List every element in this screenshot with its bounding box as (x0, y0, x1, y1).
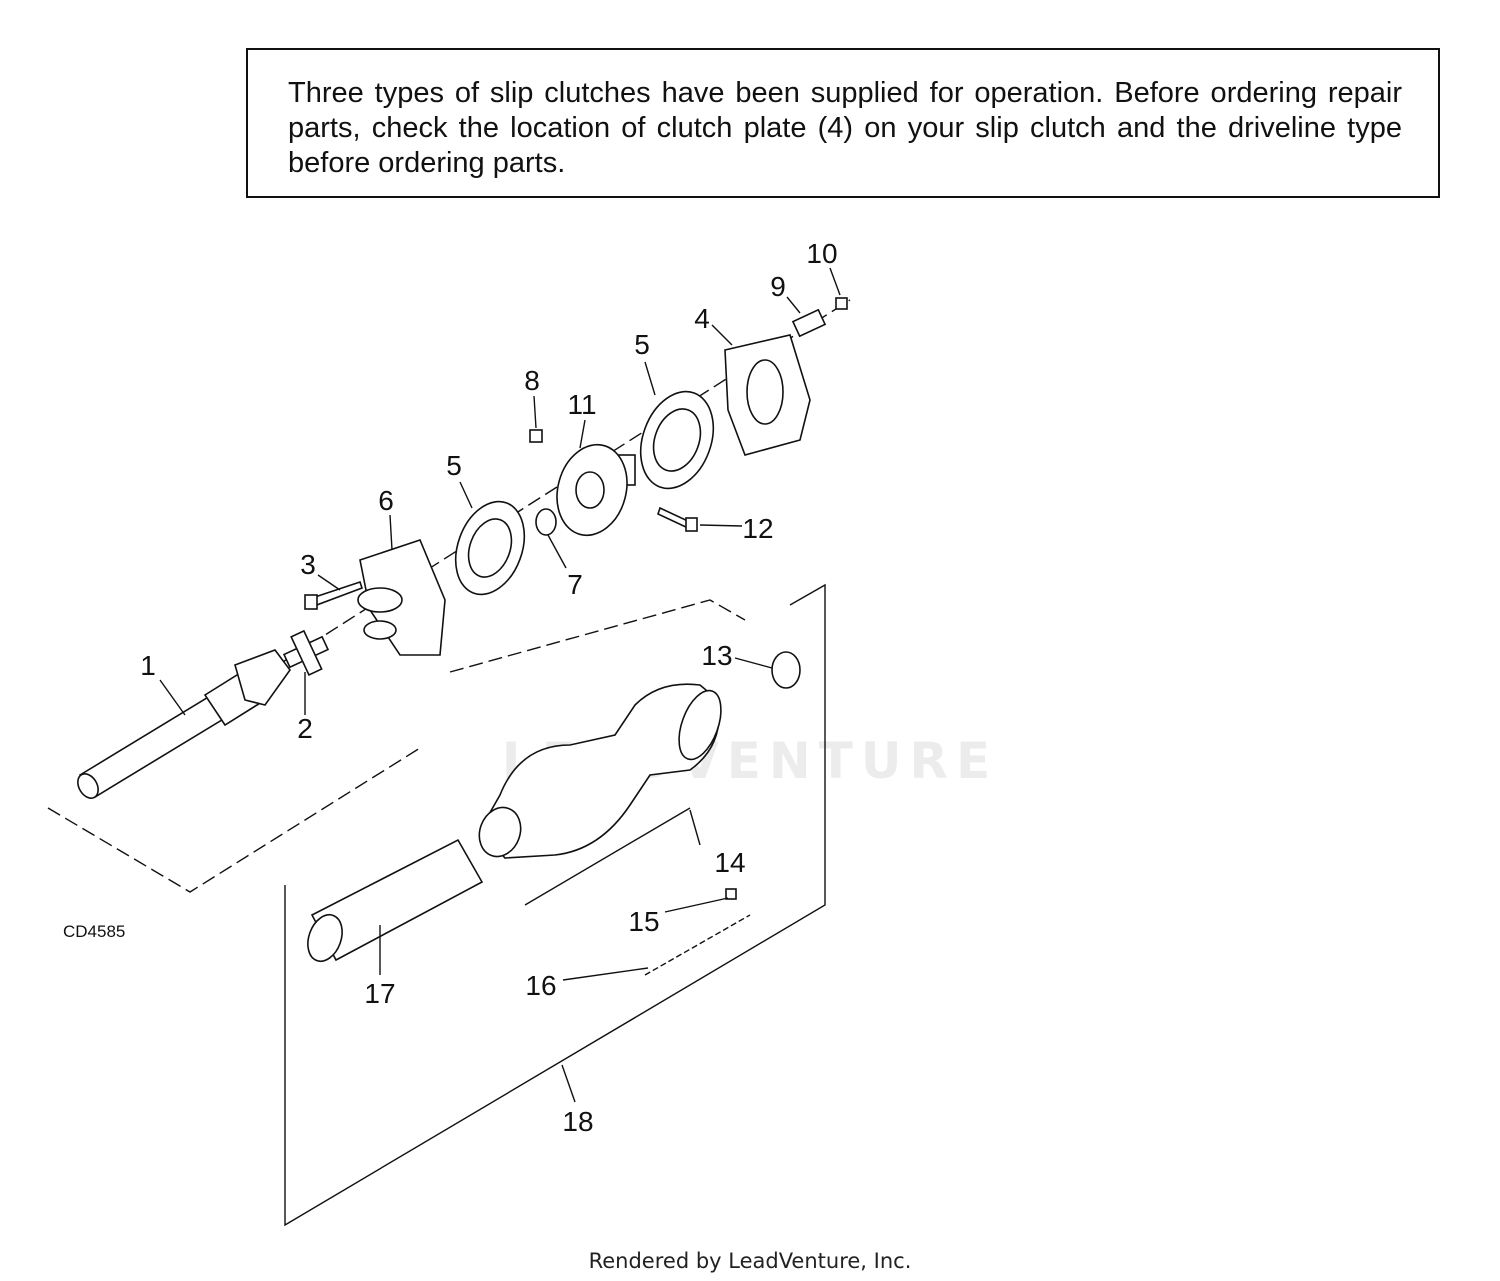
callout-8: 8 (524, 365, 540, 396)
callout-16: 16 (525, 970, 556, 1001)
callout-7: 7 (567, 569, 583, 600)
callout-5: 5 (446, 450, 462, 481)
callout-17: 17 (364, 978, 395, 1009)
footer-credit: Rendered by LeadVenture, Inc. (588, 1249, 912, 1273)
callout-15: 15 (628, 906, 659, 937)
callout-6: 6 (378, 485, 394, 516)
group-bracket-left (47, 747, 421, 893)
part-5-friction-disc[interactable] (444, 492, 537, 604)
part-7-bushing[interactable] (535, 508, 557, 536)
part-8-nut[interactable] (529, 429, 543, 443)
callout-11: 11 (567, 389, 596, 420)
part-14-outer-shield[interactable] (473, 683, 730, 862)
part-6-flange-yoke[interactable] (357, 539, 446, 656)
callout-18: 18 (562, 1106, 593, 1137)
callout-10: 10 (806, 238, 837, 269)
callout-13: 13 (701, 640, 732, 671)
group-bracket-top (449, 599, 746, 673)
callout-3: 3 (300, 549, 316, 580)
part-5-friction-disc-2[interactable] (628, 381, 726, 498)
callout-12: 12 (742, 513, 773, 544)
callout-5: 5 (634, 329, 650, 360)
part-9-spring[interactable] (791, 308, 827, 338)
part-13-clamp[interactable] (771, 651, 801, 689)
group-bracket-18 (284, 583, 826, 1227)
bracket-14 (524, 807, 691, 906)
part-1-shaft-yoke[interactable] (74, 649, 291, 802)
callout-4: 4 (694, 303, 710, 334)
figure-code: CD4585 (63, 922, 125, 941)
part-2-cross-bearing[interactable] (282, 629, 330, 676)
instruction-note: Three types of slip clutches have been s… (246, 48, 1440, 198)
callout-9: 9 (770, 271, 786, 302)
part-11-hub[interactable] (547, 437, 636, 543)
part-3-bolt[interactable] (304, 580, 364, 610)
part-12-bolt[interactable] (657, 506, 698, 532)
leader-lines (159, 267, 841, 1103)
part-17-inner-shield-tube[interactable] (302, 838, 484, 966)
callout-14: 14 (714, 847, 745, 878)
callout-2: 2 (297, 713, 313, 744)
callout-1: 1 (140, 650, 156, 681)
part-10-nut[interactable] (835, 297, 848, 310)
part-4-clutch-plate[interactable] (724, 334, 811, 456)
part-16-safety-chain[interactable] (644, 888, 751, 976)
